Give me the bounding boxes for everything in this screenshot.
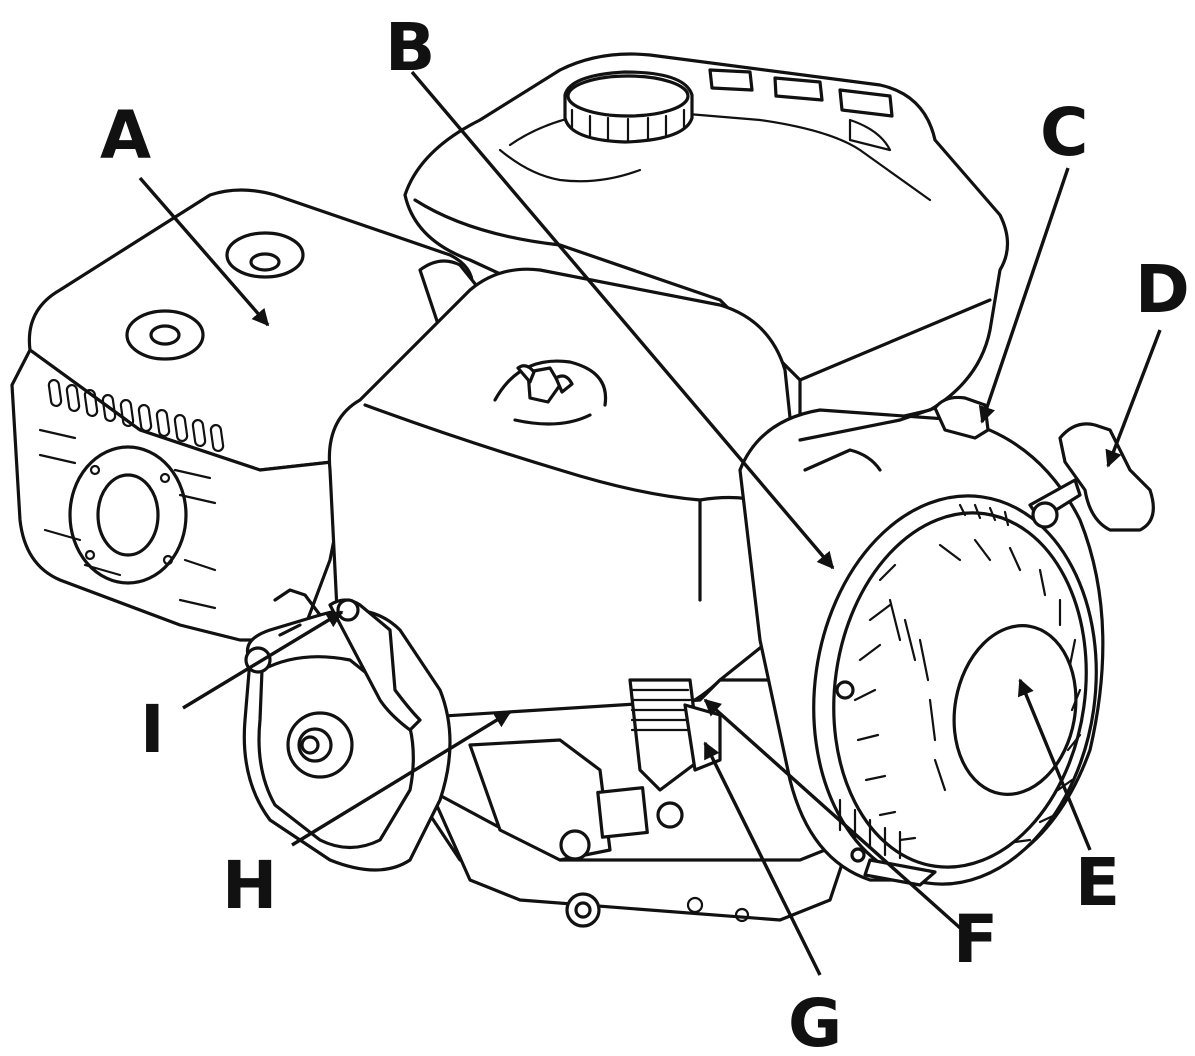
callout-a: A [100,97,151,174]
callout-e: E [1075,844,1120,921]
fuel-cap [563,70,694,144]
starter-handle [1028,422,1155,532]
leader-g [703,741,822,976]
leader-lines [138,70,1162,976]
callout-g: G [788,985,842,1056]
leader-i [182,610,344,710]
leader-a [138,176,270,327]
leader-d [1105,329,1162,468]
muffler-vent-slots [47,378,225,453]
callout-i: I [140,691,165,768]
cylinder-head [242,588,452,872]
callout-f: F [953,901,998,978]
callout-labels: A B C D E F G H I [100,9,1190,1056]
air-cleaner [327,267,807,722]
leader-c [978,167,1070,424]
leader-h [291,710,512,847]
choke-knob [798,395,990,472]
leader-b [410,70,835,570]
callout-c: C [1040,94,1088,171]
callout-b: B [385,9,435,86]
callout-h: H [222,847,277,924]
callout-d: D [1135,251,1190,328]
leader-f [703,698,970,937]
crankcase [378,678,852,928]
recoil-starter [738,408,1105,887]
leader-e [1017,678,1092,851]
air-cleaner-wing-nut [493,359,608,426]
